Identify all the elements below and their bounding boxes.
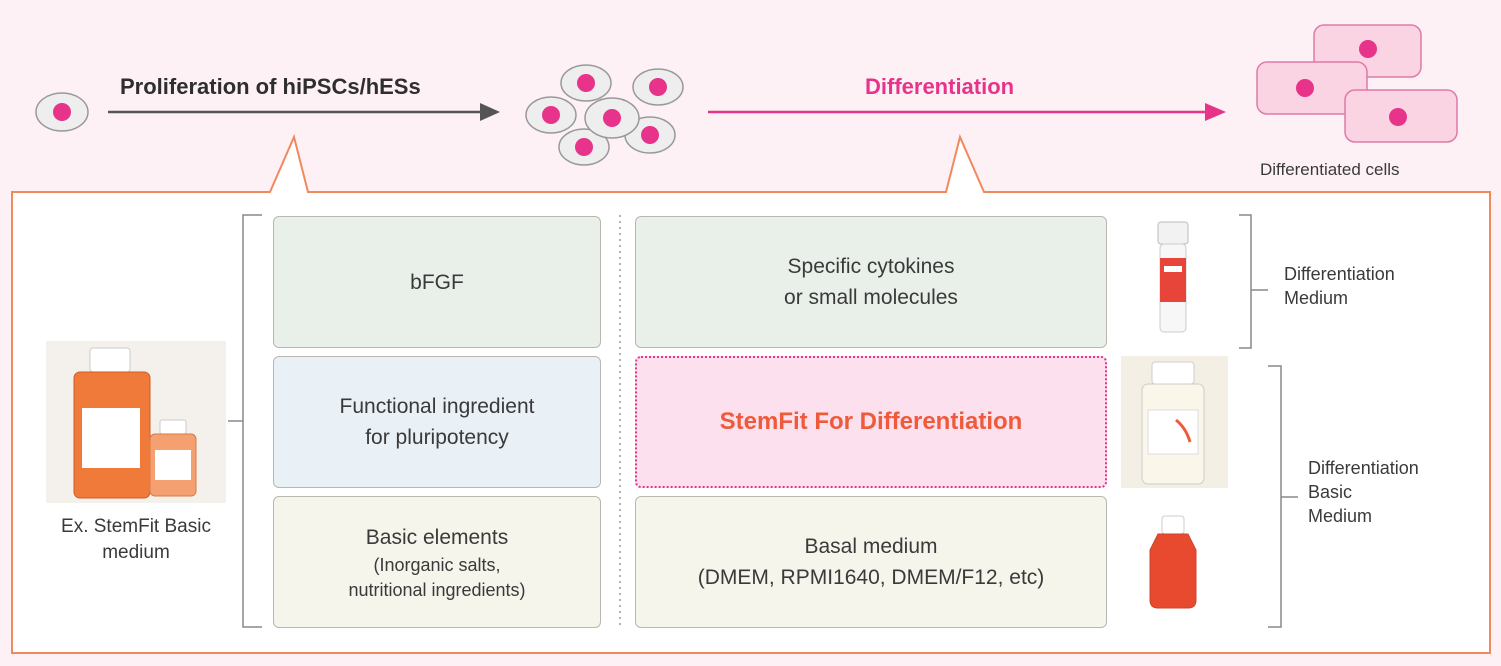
functional-ingredient-box: Functional ingredient for pluripotency — [273, 356, 601, 488]
medium-bracket — [1239, 214, 1268, 349]
basic-elements-box: Basic elements (Inorganic salts, nutriti… — [273, 496, 601, 628]
basic-elements-sub1: (Inorganic salts, — [373, 554, 501, 575]
differentiation-basic-medium-line2: Basic — [1308, 482, 1353, 502]
differentiation-basic-medium-line3: Medium — [1308, 506, 1373, 526]
basic-elements-title: Basic elements — [365, 525, 509, 549]
differentiation-medium-label: Differentiation Medium — [1284, 262, 1395, 310]
stemfit-basic-product-image — [46, 341, 226, 503]
proliferation-arrowhead — [480, 103, 500, 121]
differentiation-basic-medium-label: Differentiation Basic Medium — [1308, 456, 1419, 528]
left-bracket — [228, 214, 262, 628]
basal-medium-bottle-image — [1149, 515, 1197, 609]
product-label: Ex. StemFit Basic medium — [28, 514, 244, 566]
functional-ingredient-line1: Functional ingredient — [339, 395, 535, 418]
cytokine-vial-image — [1157, 221, 1189, 333]
basal-medium-title: Basal medium — [804, 535, 938, 558]
differentiation-basic-medium-line1: Differentiation — [1308, 458, 1419, 478]
differentiation-arrowhead — [1205, 103, 1226, 121]
product-label-line1: Ex. StemFit Basic — [61, 516, 211, 537]
stemfit-bottle-image — [1121, 356, 1228, 488]
stemfit-differentiation-text: StemFit For Differentiation — [719, 408, 1023, 435]
specific-cytokines-line1: Specific cytokines — [787, 255, 955, 278]
differentiated-cells-label: Differentiated cells — [1260, 160, 1400, 179]
differentiation-label: Differentiation — [865, 74, 1015, 99]
single-cell-icon — [35, 92, 89, 132]
basal-medium-sub: (DMEM, RPMI1640, DMEM/F12, etc) — [697, 566, 1045, 589]
product-label-line2: medium — [102, 542, 170, 563]
basic-medium-bracket — [1268, 365, 1298, 628]
bfgf-box: bFGF — [273, 216, 601, 348]
basic-elements-sub2: nutritional ingredients) — [348, 579, 526, 600]
differentiation-medium-line2: Medium — [1284, 288, 1349, 308]
specific-cytokines-line2: or small molecules — [784, 286, 958, 309]
specific-cytokines-box: Specific cytokines or small molecules — [635, 216, 1107, 348]
functional-ingredient-line2: for pluripotency — [365, 426, 509, 449]
differentiation-medium-line1: Differentiation — [1284, 264, 1395, 284]
basal-medium-box: Basal medium (DMEM, RPMI1640, DMEM/F12, … — [635, 496, 1107, 628]
bfgf-text: bFGF — [410, 270, 464, 294]
differentiated-cells-icon — [1256, 24, 1458, 143]
proliferation-label: Proliferation of hiPSCs/hESs — [120, 74, 421, 99]
stemfit-differentiation-box: StemFit For Differentiation — [635, 356, 1107, 488]
cell-cluster-icon — [525, 64, 684, 166]
